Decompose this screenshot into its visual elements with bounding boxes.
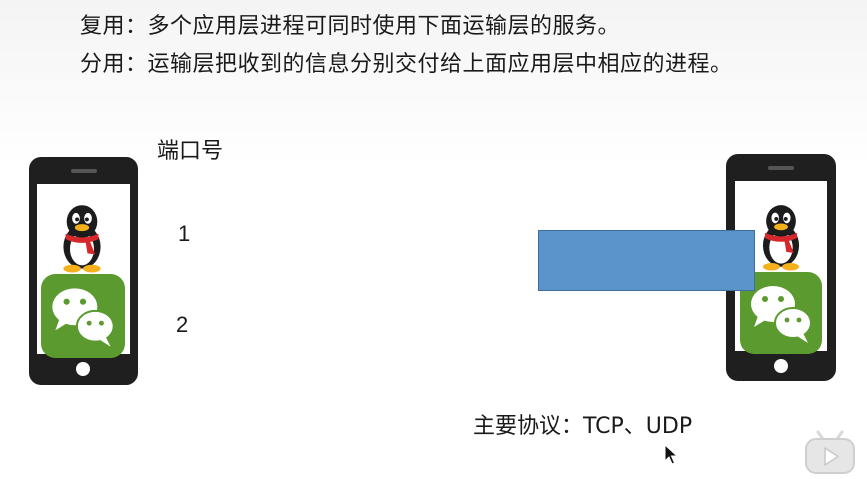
phone-speaker (768, 166, 794, 170)
wechat-icon (41, 274, 125, 358)
phone-home-button (774, 359, 788, 373)
port-number-2: 2 (176, 312, 189, 337)
qq-penguin-icon (762, 205, 800, 271)
qq-penguin-icon (63, 205, 101, 273)
port-number-heading: 端口号 (157, 139, 224, 164)
main-protocols: 主要协议：TCP、UDP (473, 414, 693, 439)
phone-speaker (71, 169, 97, 173)
phone-home-button (76, 362, 90, 376)
demultiplexing-definition: 分用：运输层把收到的信息分别交付给上面应用层中相应的进程。 (80, 52, 733, 77)
play-icon[interactable] (800, 428, 860, 476)
port-number-1: 1 (178, 221, 191, 246)
data-block (538, 230, 755, 291)
multiplexing-definition: 复用：多个应用层进程可同时使用下面运输层的服务。 (80, 14, 621, 39)
mouse-cursor-icon (664, 444, 678, 465)
